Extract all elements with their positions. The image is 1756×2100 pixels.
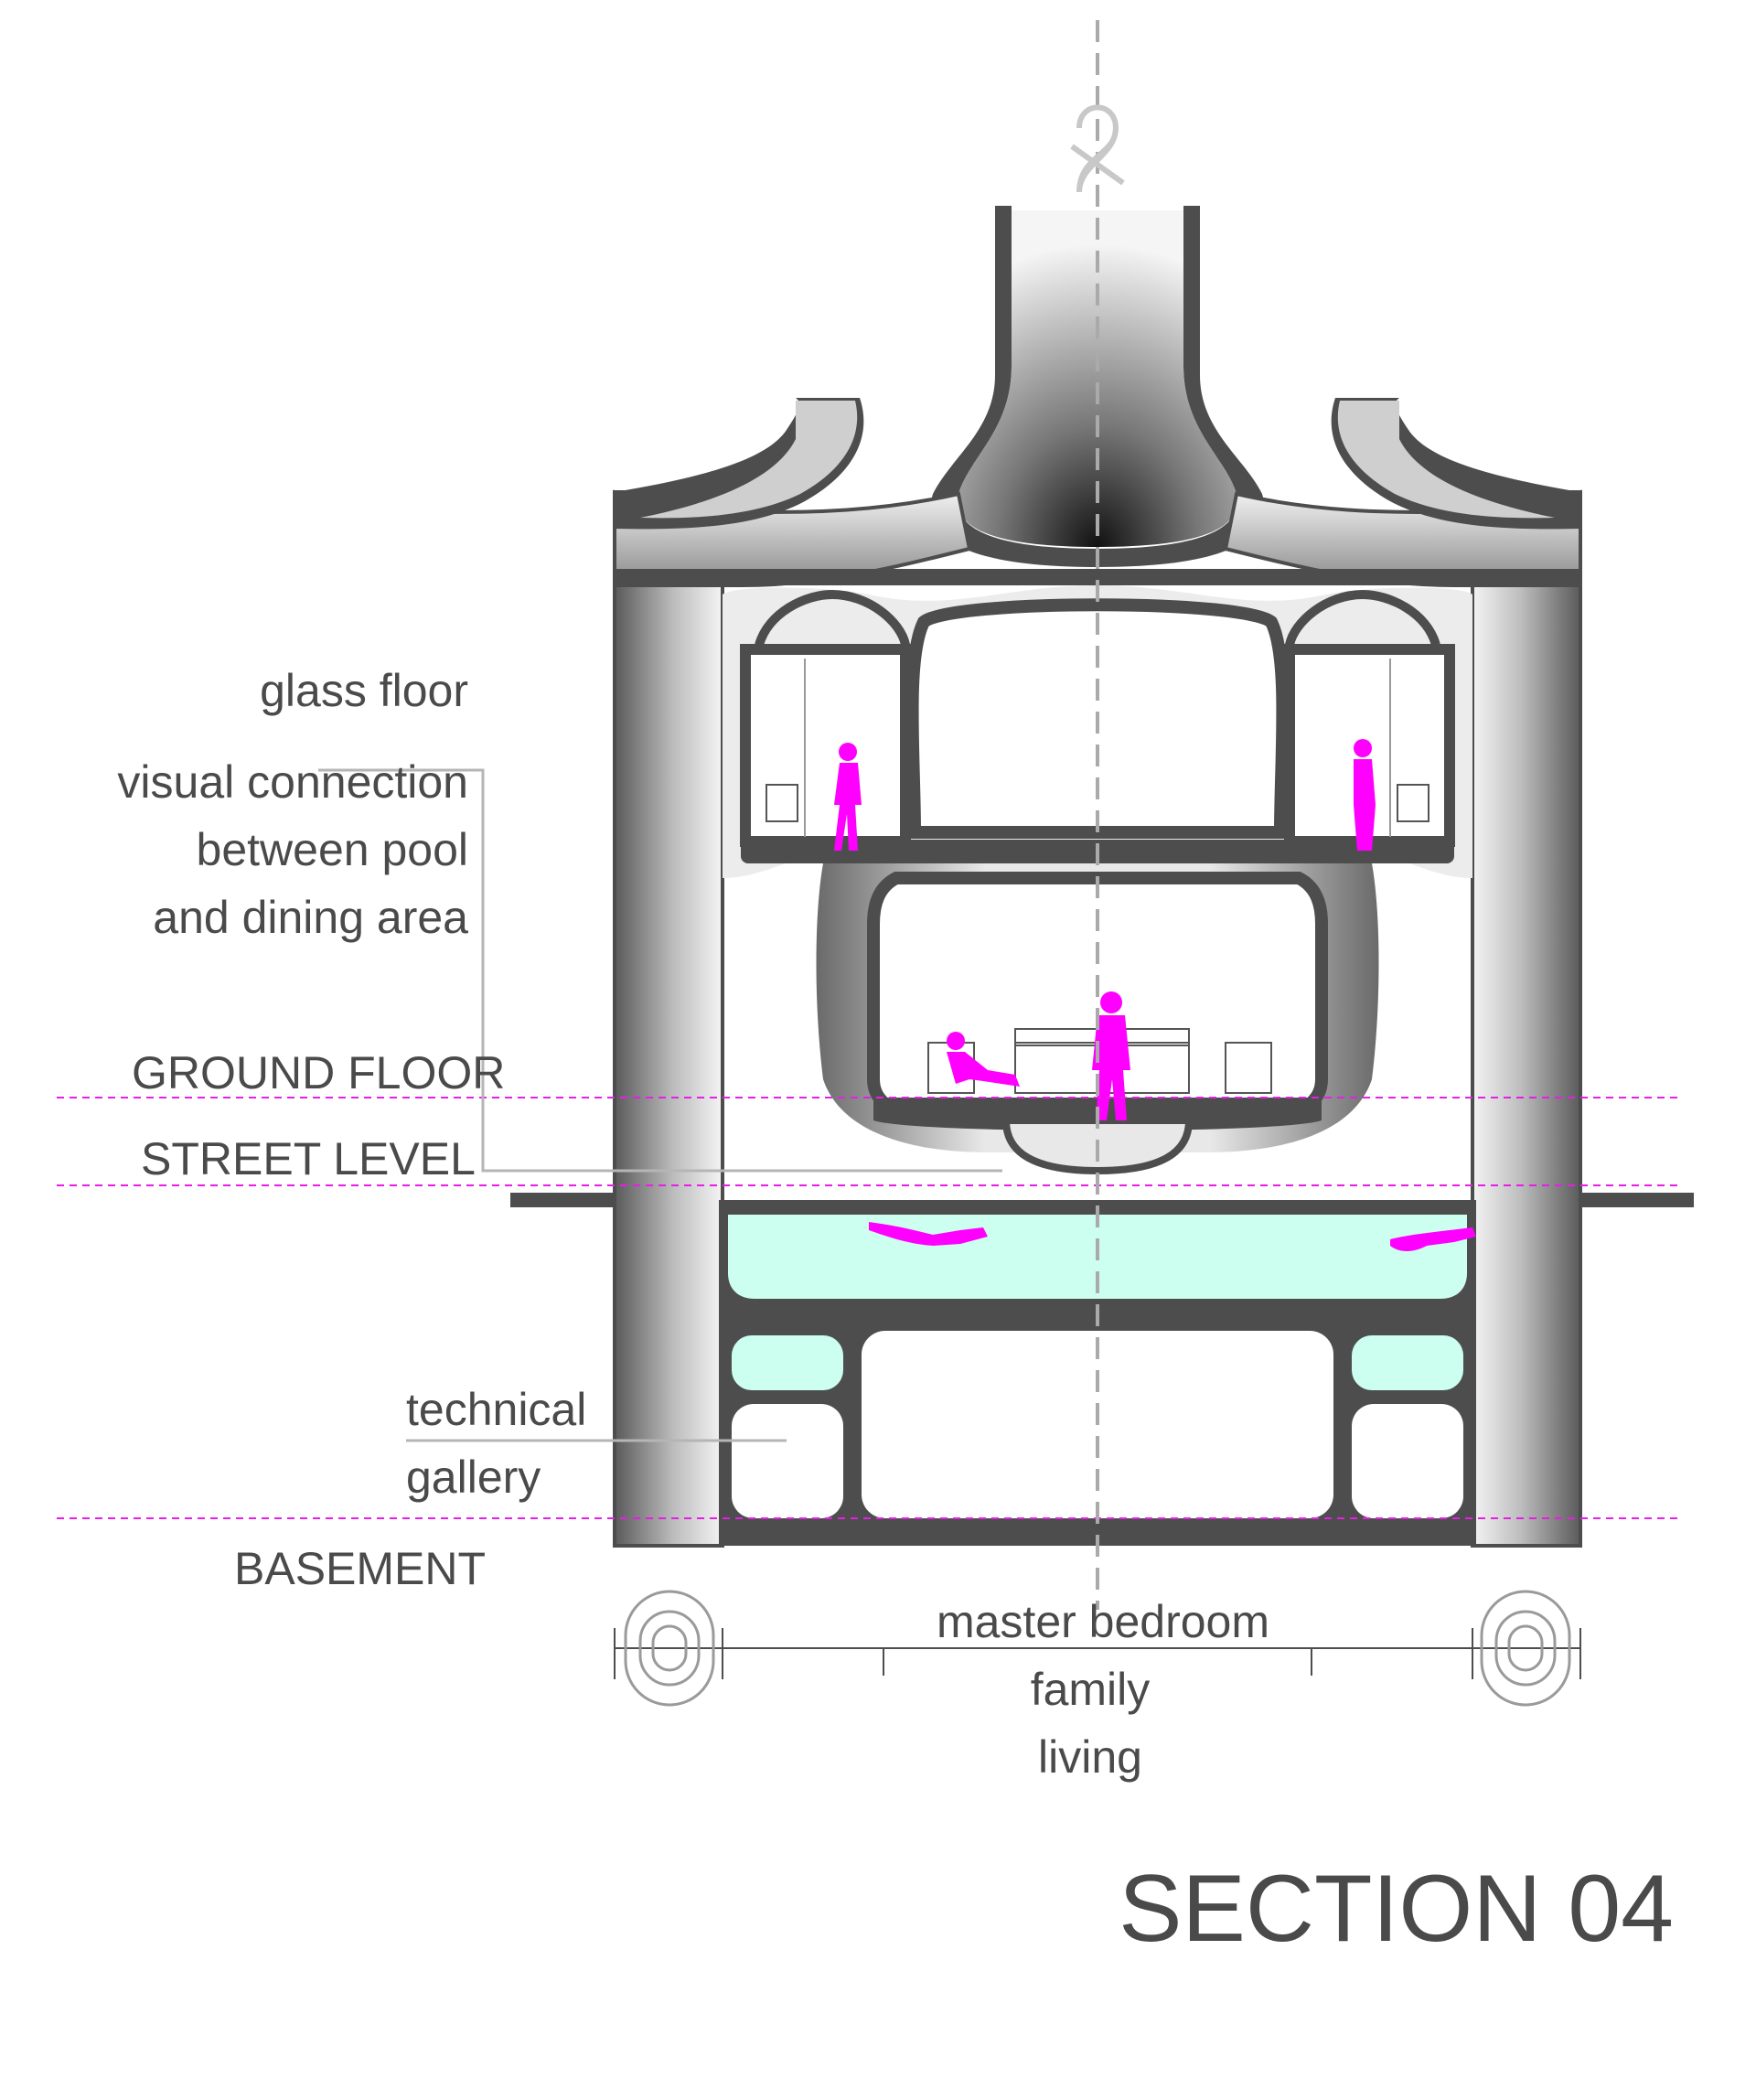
right-wall [1471, 490, 1582, 1548]
visual-connection-label-2: between pool [197, 824, 468, 875]
span-indicator [614, 1590, 1581, 1707]
roof-arm-left-inner [640, 401, 858, 519]
glass-floor-label: glass floor [260, 665, 468, 716]
program-label-3: living [1038, 1731, 1142, 1783]
ground-line [510, 1193, 1694, 1207]
program-label-2: family [1031, 1664, 1151, 1715]
basement-cell-right-water [1352, 1335, 1463, 1390]
swimmer-icon [1390, 1227, 1476, 1251]
basement-cell-left-water [732, 1335, 843, 1390]
ground-line-left [510, 1193, 616, 1207]
technical-label: technical [406, 1384, 586, 1435]
chimney-flue [958, 210, 1237, 547]
chair-icon [1397, 784, 1429, 822]
basement-label: BASEMENT [234, 1543, 486, 1594]
visual-connection-label-1: visual connection [117, 756, 468, 808]
technical-gallery-right [1352, 1404, 1463, 1518]
roof-structure [613, 206, 1582, 587]
outer-walls [613, 490, 1582, 1548]
axis-top-symbol [1070, 104, 1125, 193]
column-symbol-right [1480, 1590, 1571, 1707]
gallery-label: gallery [406, 1452, 541, 1503]
annotation-labels: glass floor visual connection between po… [117, 665, 1674, 1962]
upper-left-arch [755, 589, 910, 647]
ground-line-right [1579, 1193, 1694, 1207]
leader-lines [318, 768, 1002, 1442]
upper-right-arch [1285, 589, 1440, 647]
program-label-1: master bedroom [937, 1596, 1269, 1647]
technical-gallery-left [732, 1404, 843, 1518]
street-level-label: STREET LEVEL [141, 1133, 476, 1184]
column-symbol-left [624, 1590, 715, 1707]
visual-connection-label-3: and dining area [153, 892, 468, 943]
person-icon [1092, 991, 1130, 1120]
ground-floor-label: GROUND FLOOR [132, 1047, 505, 1098]
human-figures [834, 739, 1476, 1251]
person-icon [947, 1032, 1020, 1087]
roof-band [615, 569, 1580, 585]
person-icon [1354, 739, 1376, 851]
visual-connection-leader [318, 768, 1002, 1173]
level-lines [57, 1097, 1683, 1519]
swimmer-icon [869, 1222, 988, 1246]
left-wall [613, 490, 724, 1548]
upper-left-room [740, 644, 911, 847]
person-icon [834, 743, 862, 851]
section-title: SECTION 04 [1119, 1856, 1674, 1962]
chair-icon [766, 784, 798, 822]
roof-arm-right-inner [1337, 401, 1555, 519]
